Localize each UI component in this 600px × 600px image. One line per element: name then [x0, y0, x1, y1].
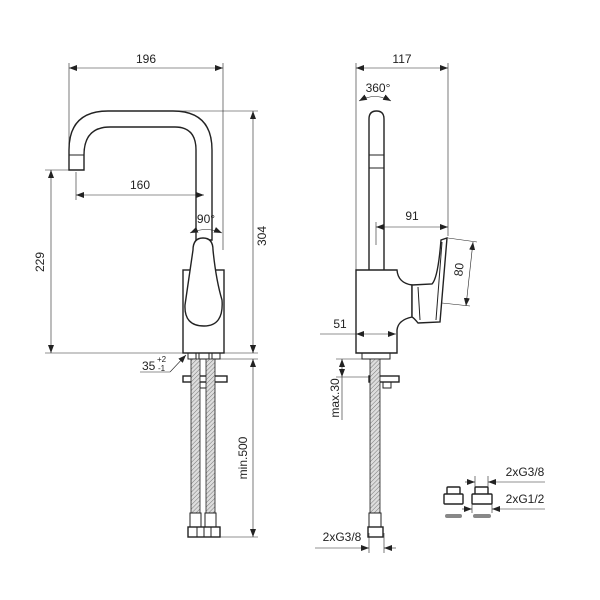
hose-side — [369, 358, 381, 514]
dim-body-depth: 51 — [333, 317, 347, 331]
dim-max-deck-thickness: max.30 — [328, 378, 342, 418]
hole-tolerance-minus: -1 — [158, 364, 166, 373]
dim-hole-diameter: 35 — [142, 359, 156, 373]
adapters: 2xG3/8 2xG1/2 — [443, 465, 545, 518]
spout-side — [368, 110, 385, 270]
front-view: 196 160 229 304 90° 35 +2 -1 min.500 — [33, 52, 269, 538]
faucet-body-side — [355, 269, 413, 354]
dim-spout-height: 229 — [33, 252, 47, 272]
dim-lever-reach: 91 — [405, 209, 419, 223]
mounting-plate — [182, 375, 228, 383]
dim-overall-depth: 117 — [392, 52, 411, 66]
side-view: 117 360° 91 80 51 max.30 2xG3/8 — [315, 52, 478, 553]
spout — [68, 110, 213, 241]
hole-tolerance-plus: +2 — [157, 355, 167, 364]
spout-rotation-angle: 360° — [366, 81, 391, 95]
adapter-thread-bottom: 2xG1/2 — [506, 492, 545, 506]
dim-overall-width: 196 — [136, 52, 156, 66]
washer-left — [445, 514, 462, 518]
dim-hose-length: min.500 — [236, 436, 250, 479]
lever — [184, 237, 223, 327]
hose-left — [190, 358, 201, 514]
lever-side — [411, 237, 448, 324]
dim-hose-thread: 2xG3/8 — [323, 530, 362, 544]
dim-total-height: 304 — [255, 226, 269, 246]
dim-lever-height: 80 — [451, 262, 466, 277]
adapter-thread-top: 2xG3/8 — [506, 465, 545, 479]
washer-right — [473, 514, 491, 518]
lever-rotation-angle: 90° — [197, 212, 215, 226]
hose-right — [205, 358, 216, 514]
dim-spout-reach: 160 — [130, 178, 150, 192]
